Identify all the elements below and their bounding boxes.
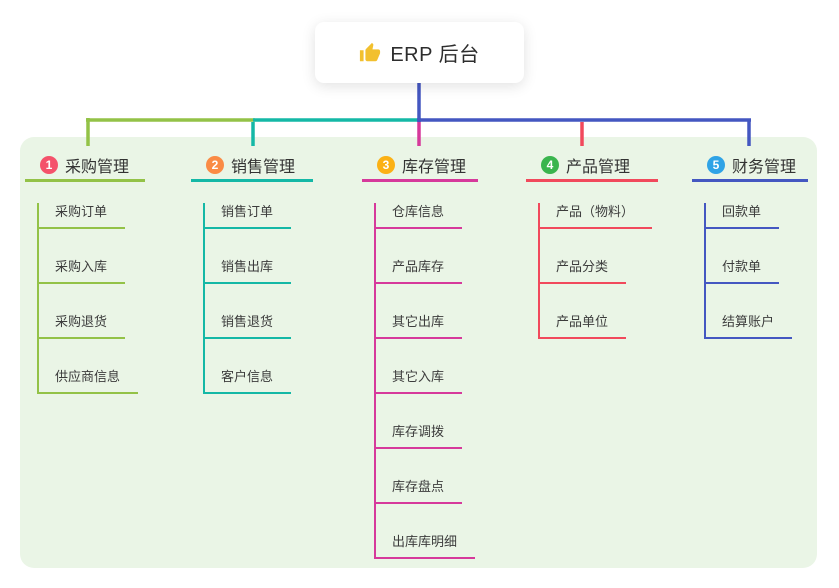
branch-inventory-children: 仓库信息 产品库存 其它出库 其它入库 库存调拨 库存盘点 出库库明细 (374, 203, 476, 559)
branch-number-badge: 4 (541, 156, 559, 174)
mindmap-node[interactable]: 其它出库 (376, 313, 463, 339)
mindmap-node[interactable]: 销售订单 (205, 203, 292, 229)
branch-finance-header[interactable]: 5 财务管理 (692, 151, 808, 182)
branches-panel (20, 137, 817, 568)
branch-purchase-header[interactable]: 1 采购管理 (25, 151, 145, 182)
mindmap-node[interactable]: 结算账户 (706, 313, 793, 339)
mindmap-node[interactable]: 库存盘点 (376, 478, 463, 504)
root-label: ERP 后台 (390, 44, 480, 66)
branch-finance: 5 财务管理 回款单 付款单 结算账户 (692, 151, 808, 339)
mindmap-node[interactable]: 出库库明细 (376, 533, 476, 559)
mindmap-node[interactable]: 回款单 (706, 203, 780, 229)
mindmap-node[interactable]: 其它入库 (376, 368, 463, 394)
mindmap-node[interactable]: 产品（物料） (540, 203, 653, 229)
branch-product-children: 产品（物料） 产品分类 产品单位 (538, 203, 653, 339)
branch-title: 库存管理 (402, 159, 467, 176)
branch-sales: 2 销售管理 销售订单 销售出库 销售退货 客户信息 (191, 151, 313, 394)
branch-product-header[interactable]: 4 产品管理 (526, 151, 658, 182)
mindmap-node[interactable]: 产品单位 (540, 313, 627, 339)
mindmap-node[interactable]: 产品分类 (540, 258, 627, 284)
thumbs-up-icon (360, 42, 381, 61)
mindmap-node[interactable]: 付款单 (706, 258, 780, 284)
branch-inventory-header[interactable]: 3 库存管理 (362, 151, 478, 182)
branch-sales-header[interactable]: 2 销售管理 (191, 151, 313, 182)
branch-title: 销售管理 (231, 159, 296, 176)
mindmap-node[interactable]: 产品库存 (376, 258, 463, 284)
mindmap-node[interactable]: 采购退货 (39, 313, 126, 339)
mindmap-node[interactable]: 库存调拨 (376, 423, 463, 449)
branch-title: 采购管理 (65, 159, 130, 176)
root-node[interactable]: ERP 后台 (315, 22, 524, 83)
branch-number-badge: 3 (377, 156, 395, 174)
branch-product: 4 产品管理 产品（物料） 产品分类 产品单位 (526, 151, 658, 339)
branch-number-badge: 2 (206, 156, 224, 174)
mindmap-node[interactable]: 采购订单 (39, 203, 126, 229)
branch-title: 产品管理 (566, 159, 631, 176)
branch-title: 财务管理 (732, 159, 797, 176)
branch-finance-children: 回款单 付款单 结算账户 (704, 203, 793, 339)
branch-sales-children: 销售订单 销售出库 销售退货 客户信息 (203, 203, 292, 394)
branch-purchase-children: 采购订单 采购入库 采购退货 供应商信息 (37, 203, 139, 394)
branch-number-badge: 1 (40, 156, 58, 174)
mindmap-node[interactable]: 销售出库 (205, 258, 292, 284)
branch-inventory: 3 库存管理 仓库信息 产品库存 其它出库 其它入库 库存调拨 库存盘点 出库库… (362, 151, 478, 559)
mindmap-node[interactable]: 采购入库 (39, 258, 126, 284)
branch-purchase: 1 采购管理 采购订单 采购入库 采购退货 供应商信息 (25, 151, 145, 394)
branch-number-badge: 5 (707, 156, 725, 174)
mindmap-node[interactable]: 客户信息 (205, 368, 292, 394)
mindmap-node[interactable]: 供应商信息 (39, 368, 139, 394)
mindmap-node[interactable]: 仓库信息 (376, 203, 463, 229)
mindmap-node[interactable]: 销售退货 (205, 313, 292, 339)
